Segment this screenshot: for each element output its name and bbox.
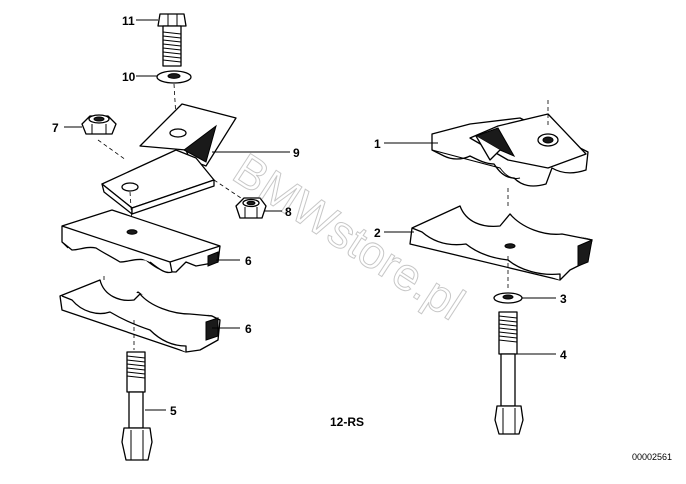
clamp-part-6-lower [59,279,221,353]
assembly-line [129,191,133,223]
assembly-line [97,139,127,161]
callout-6-upper: 6 [245,254,252,268]
bracket-part-9 [101,103,237,215]
callout-10: 10 [122,70,136,84]
clamp-part-2 [409,205,593,281]
callout-4: 4 [560,348,567,362]
callout-6-lower: 6 [245,322,252,336]
document-number: 00002561 [632,452,672,462]
bolt-part-11 [157,13,187,67]
assembly-line [213,179,245,201]
callout-2: 2 [374,226,381,240]
nut-part-8 [235,197,267,219]
clamp-part-6-upper [61,209,221,274]
clamp-part-1 [431,113,589,187]
callout-8: 8 [285,205,292,219]
nut-part-7 [81,114,117,135]
callout-3: 3 [560,292,567,306]
bolt-part-5 [121,351,153,461]
washer-part-10 [156,70,192,84]
callout-11: 11 [122,14,135,28]
callout-9: 9 [293,146,300,160]
bolt-part-4 [494,311,524,435]
callout-1: 1 [374,137,381,151]
callout-7: 7 [52,121,59,135]
catalog-label: 12-RS [330,415,364,429]
callout-5: 5 [170,404,177,418]
leader-lines [64,19,556,411]
washer-part-3 [493,292,523,304]
